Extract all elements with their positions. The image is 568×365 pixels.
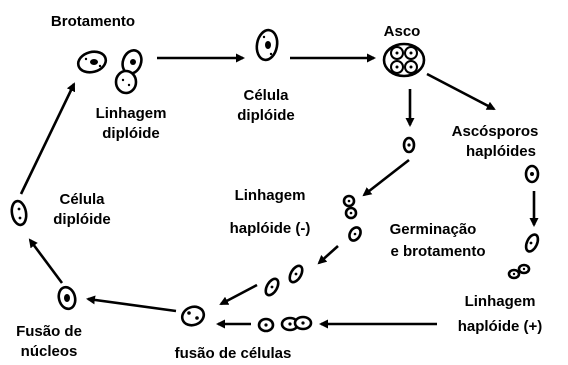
label-germinacao-brotamento: Germinação e brotamento <box>390 221 486 260</box>
svg-text:Fusão de: Fusão de <box>16 323 82 340</box>
svg-text:Linhagem: Linhagem <box>96 105 167 122</box>
svg-text:haplóides: haplóides <box>466 143 536 160</box>
svg-text:Brotamento: Brotamento <box>51 13 135 30</box>
svg-text:Linhagem: Linhagem <box>465 293 536 310</box>
fused-cell <box>180 305 206 327</box>
svg-text:Germinação: Germinação <box>390 221 477 238</box>
arrow-ascus-to-ascospores <box>426 72 496 111</box>
arrow-nuclear-fusion-to-diploid <box>28 238 64 284</box>
label-linhagem-haploide-minus: Linhagem haplóide (-) <box>230 187 311 237</box>
svg-text:Célula: Célula <box>243 87 289 104</box>
label-celula-diploide-left: Célula diplóide <box>53 191 111 228</box>
svg-text:Linhagem: Linhagem <box>235 187 306 204</box>
svg-text:diplóide: diplóide <box>102 125 160 142</box>
ascus <box>382 42 426 78</box>
budding-diploid-cells <box>76 49 143 95</box>
arrow-diploid-to-budding <box>19 82 76 195</box>
label-asco: Asco <box>384 23 421 40</box>
label-fusao-nucleos: Fusão de núcleos <box>16 323 82 360</box>
svg-text:Ascósporos: Ascósporos <box>452 123 539 140</box>
haploid-spore-plus <box>524 164 540 184</box>
label-brotamento: Brotamento <box>51 13 135 30</box>
diploid-cell-top <box>255 28 279 62</box>
svg-text:e brotamento: e brotamento <box>390 243 485 260</box>
svg-text:fusão de células: fusão de células <box>175 345 292 362</box>
haploid-plus-cells <box>507 263 531 280</box>
arrow-to-fused-cell <box>219 283 258 306</box>
germinating-cell-plus <box>524 233 540 253</box>
haploid-minus-elongated-cells <box>264 264 304 297</box>
label-celula-diploide-top: Célula diplóide <box>237 87 295 124</box>
svg-text:núcleos: núcleos <box>21 343 78 360</box>
svg-text:haplóide (+): haplóide (+) <box>458 318 543 335</box>
label-fusao-celulas: fusão de células <box>175 345 292 362</box>
label-ascosporos-haploides: Ascósporos haplóides <box>452 123 539 160</box>
svg-text:haplóide (-): haplóide (-) <box>230 220 311 237</box>
svg-text:diplóide: diplóide <box>53 211 111 228</box>
arrow-haploid-minus-down <box>317 245 339 265</box>
arrow-to-nuclear-fusion <box>86 295 177 313</box>
haploid-minus-cells <box>342 194 362 242</box>
label-linhagem-haploide-plus: Linhagem haplóide (+) <box>458 293 543 335</box>
label-linhagem-diploide: Linhagem diplóide <box>96 105 167 142</box>
diploid-cell-left <box>10 199 28 227</box>
arrow-spore-to-haploid-minus <box>362 158 410 197</box>
fusing-cells <box>257 315 313 333</box>
svg-text:Célula: Célula <box>59 191 105 208</box>
arrows <box>19 53 539 329</box>
haploid-spore-minus <box>402 136 416 154</box>
nuclear-fusion-cell <box>57 285 77 311</box>
svg-text:Asco: Asco <box>384 23 421 40</box>
svg-text:diplóide: diplóide <box>237 107 295 124</box>
